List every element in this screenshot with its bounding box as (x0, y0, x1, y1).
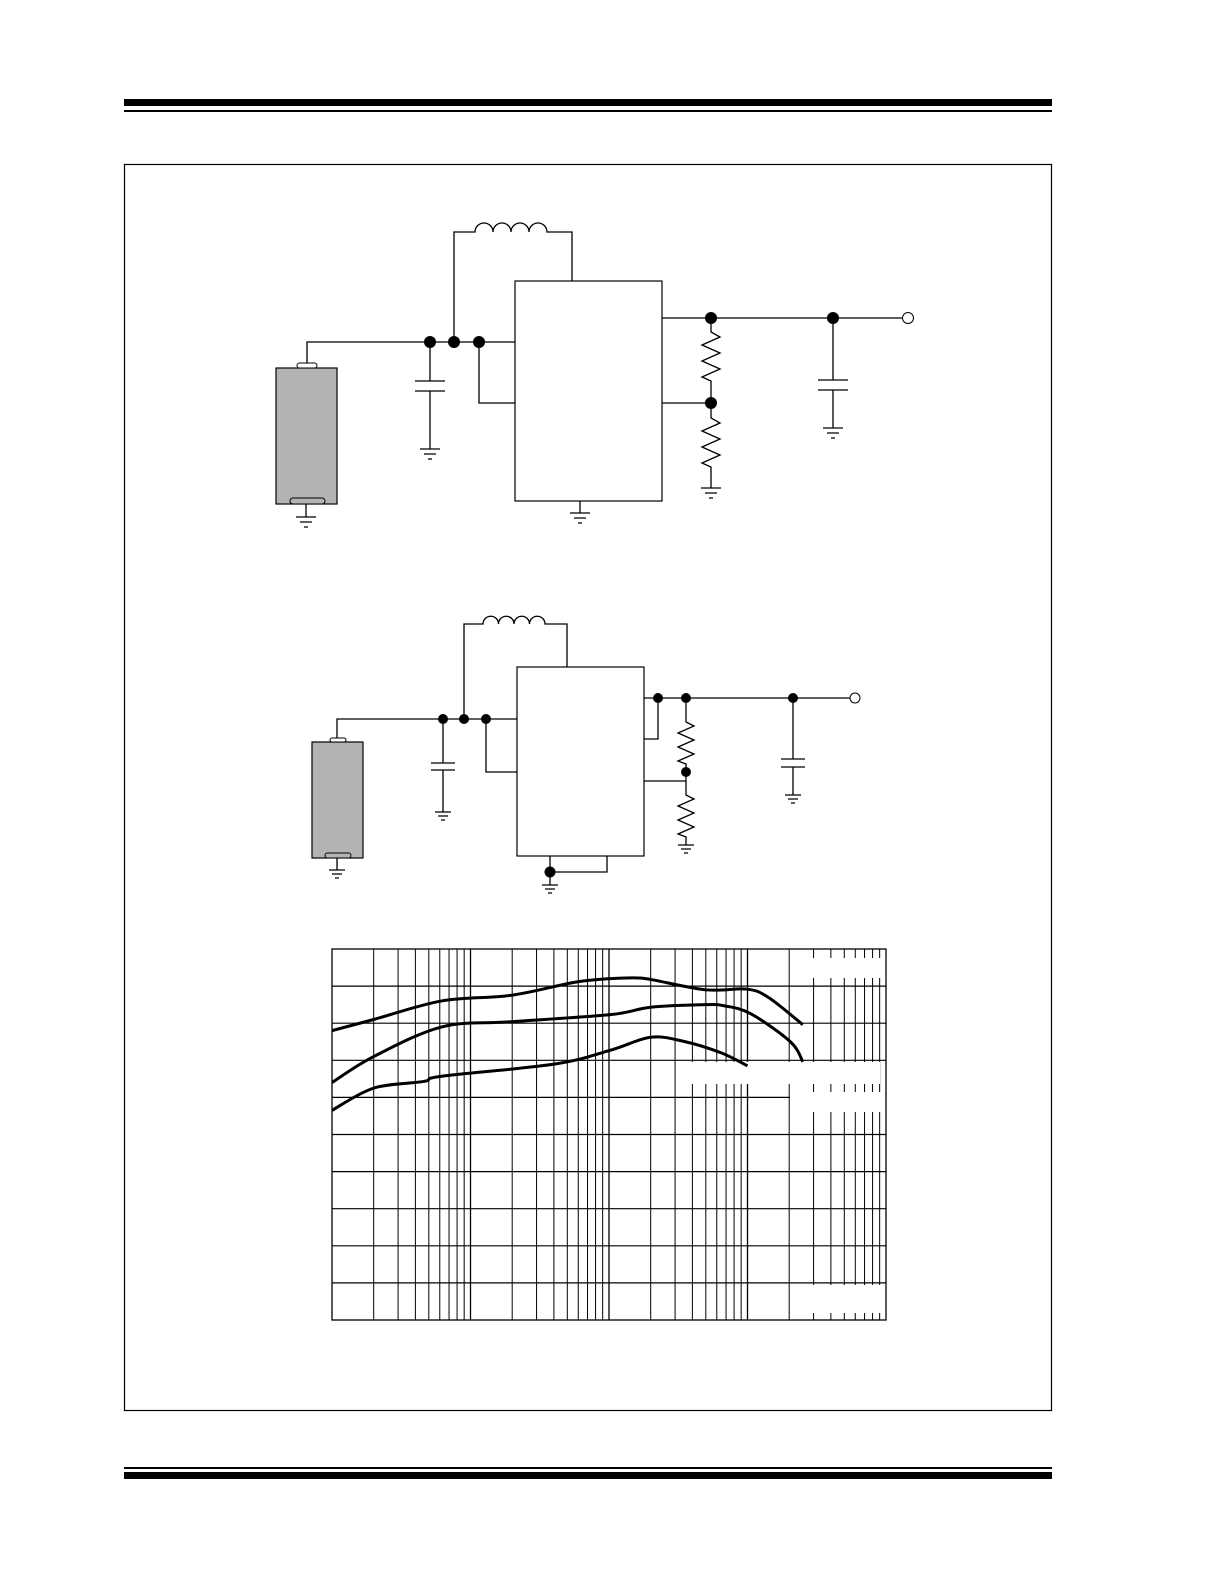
battery-bottom-terminal (289, 497, 326, 505)
junction-dot (653, 693, 663, 703)
junction-dot (705, 397, 717, 409)
battery (275, 367, 338, 505)
ground-icon (678, 844, 694, 854)
resistor-top (700, 318, 722, 403)
resistor-bottom (676, 781, 696, 845)
ground-icon (542, 884, 558, 894)
resistor-top (676, 698, 696, 781)
schematic-1 (275, 222, 914, 528)
ground-icon (701, 487, 721, 499)
input-capacitor (431, 719, 455, 812)
junction-dot (459, 714, 469, 724)
schematic-2 (311, 615, 861, 894)
junction-dot (705, 312, 717, 324)
junction-dot (448, 336, 460, 348)
header-thick-rule (124, 99, 1052, 106)
junction-dot (827, 312, 839, 324)
junction-dot (473, 336, 485, 348)
figure-frame (123, 163, 1053, 1412)
junction-dot (788, 693, 798, 703)
footer-thick-rule (124, 1472, 1052, 1479)
junction-dot (481, 714, 491, 724)
ground-icon (296, 516, 316, 528)
battery (311, 741, 364, 859)
series-line-curve-2 (331, 1003, 805, 1084)
ground-icon (823, 427, 843, 439)
header-thin-rule (124, 110, 1052, 112)
chart-frame (331, 948, 887, 1321)
battery-bottom-terminal (324, 852, 352, 859)
footer-thin-rule (124, 1467, 1052, 1469)
junction-dot (424, 336, 436, 348)
ground-icon (785, 794, 801, 804)
chart-curves (331, 976, 805, 1112)
junction-dot (438, 714, 448, 724)
battery-terminal (329, 737, 347, 743)
resistor-bottom (700, 403, 722, 488)
label-blank (790, 958, 886, 978)
label-blank (790, 1285, 886, 1313)
ground-icon (420, 448, 440, 460)
output-terminal (849, 692, 861, 704)
output-capacitor (781, 698, 805, 795)
junction-dot (681, 693, 691, 703)
chart-grid (332, 949, 886, 1320)
series-line-curve-3 (331, 1035, 749, 1112)
efficiency-chart (331, 948, 887, 1321)
label-blank (790, 1092, 886, 1112)
label-blank (680, 1062, 880, 1084)
ic-chip (514, 280, 663, 502)
input-capacitor (415, 342, 445, 449)
inductor (453, 222, 573, 342)
ground-icon (570, 512, 590, 524)
junction-dot (681, 767, 691, 777)
ground-icon (435, 811, 451, 821)
ic-chip (516, 666, 645, 857)
battery-terminal (296, 362, 318, 369)
series-line-curve-1 (331, 976, 804, 1033)
inductor (463, 615, 568, 719)
junction-dot (544, 866, 556, 878)
output-terminal (902, 312, 914, 324)
output-capacitor (818, 318, 848, 428)
ground-icon (329, 869, 345, 879)
